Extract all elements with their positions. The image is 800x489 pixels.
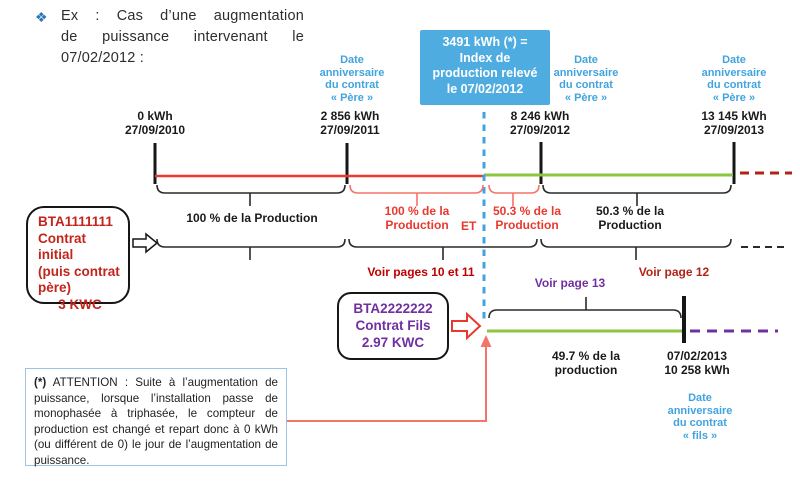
page-title-line: Ex : Cas d’une augmentation <box>61 8 304 24</box>
page-title-line: 07/02/2012 : <box>61 50 145 66</box>
fils-brace <box>488 297 682 319</box>
fils-box-arrow-icon <box>451 311 482 341</box>
anniversary-label-pere-3: Date anniversaire du contrat « Père » <box>701 54 767 104</box>
contract-brace-year1 <box>156 238 346 260</box>
anniversary-label-pere-1: Date anniversaire du contrat « Père » <box>319 54 385 104</box>
pere-box-arrow-icon <box>132 232 159 254</box>
callout-line: 3491 kWh (*) = <box>442 35 528 49</box>
fils-contract-box: BTA2222222 Contrat Fils 2.97 KWC <box>337 292 449 360</box>
page-title-line: de puissance intervenant le <box>61 29 304 45</box>
milestone-2012: 8 246 kWh 27/09/2012 <box>509 109 571 137</box>
callout-line: production relevé <box>432 66 538 80</box>
milestone-2011: 2 856 kWh 27/09/2011 <box>320 109 380 137</box>
milestone-2013: 13 145 kWh 27/09/2013 <box>701 109 767 137</box>
brace-503pct-red <box>488 184 540 206</box>
brace-year1-black <box>156 184 346 206</box>
production-label-fils: 49.7 % de la production <box>551 349 621 377</box>
fils-end-label: 07/02/2013 10 258 kWh <box>664 349 730 377</box>
contract-brace-year2 <box>348 238 538 260</box>
page-title: Ex : Cas d’une augmentation de puissance… <box>61 6 304 69</box>
production-label-503pct-red: 50.3 % de la Production <box>492 204 562 232</box>
pere-contract-box: BTA1111111 Contrat initial (puis contrat… <box>26 206 130 312</box>
anniversary-label-pere-2: Date anniversaire du contrat « Père » <box>553 54 619 104</box>
contract-brace-year3 <box>540 238 732 260</box>
ref-pages-10-11: Voir pages 10 et 11 <box>367 265 475 279</box>
diamond-bullet-icon: ❖ <box>35 9 48 25</box>
attention-text: ATTENTION : Suite à l’augmentation de pu… <box>34 376 278 467</box>
ref-page-12: Voir page 12 <box>638 265 710 279</box>
callout-line: Index de <box>459 50 511 65</box>
production-label-year1: 100 % de la Production <box>186 211 318 225</box>
brace-503pct-black <box>542 184 732 206</box>
attention-pointer-arrowhead-icon <box>480 335 492 347</box>
attention-prefix: (*) <box>34 376 47 389</box>
ref-page-13: Voir page 13 <box>534 276 606 290</box>
anniversary-label-fils: Date anniversaire du contrat « fils » <box>667 392 733 442</box>
production-label-100pct-red: 100 % de la Production <box>384 204 450 232</box>
milestone-2010: 0 kWh 27/09/2010 <box>124 109 186 137</box>
index-callout-box: 3491 kWh (*) = Index de production relev… <box>420 30 550 105</box>
callout-line: le 07/02/2012 <box>446 81 524 96</box>
et-label: ET <box>461 219 477 233</box>
production-label-503pct-black: 50.3 % de la Production <box>595 204 665 232</box>
attention-pointer-line <box>287 345 487 422</box>
brace-100pct-red <box>349 184 484 206</box>
attention-note: (*) ATTENTION : Suite à l’augmentation d… <box>25 368 287 467</box>
